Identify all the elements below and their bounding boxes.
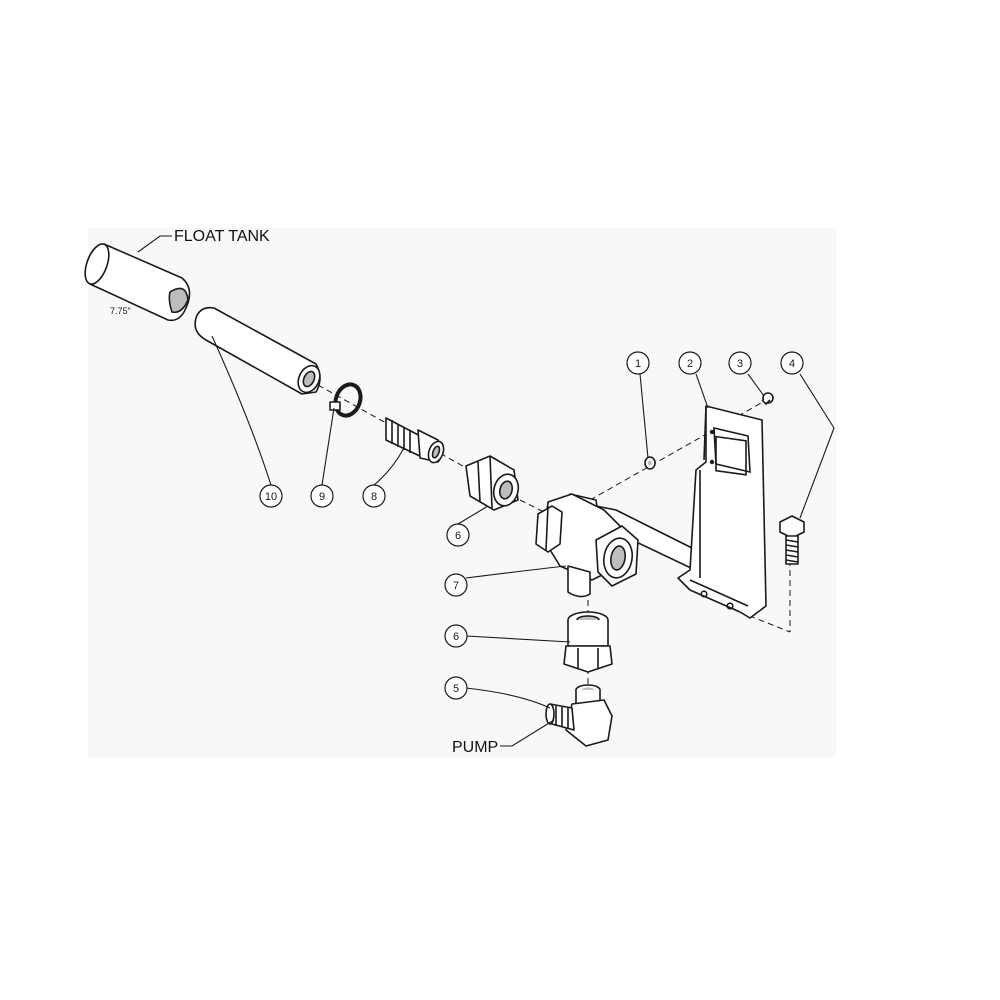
- svg-text:4: 4: [789, 358, 795, 370]
- svg-text:3: 3: [737, 358, 743, 370]
- float-tank-callout: FLOAT TANK: [137, 228, 270, 253]
- svg-text:1: 1: [635, 358, 641, 370]
- pump-label: PUMP: [452, 739, 498, 756]
- pump-callout: PUMP: [452, 719, 555, 756]
- svg-text:6: 6: [455, 530, 461, 542]
- part-6-reducer-lower: [563, 611, 613, 673]
- hose-cut-end: [168, 287, 189, 314]
- part-9-clamp: [329, 382, 363, 418]
- svg-text:6: 6: [453, 631, 459, 643]
- svg-text:8: 8: [371, 491, 377, 503]
- balloon-3: 3: [728, 351, 752, 375]
- balloon-6-lower: 6: [444, 624, 468, 648]
- balloon-leaders: [211, 335, 835, 709]
- part-8-hose-barb: [385, 417, 445, 464]
- balloon-9: 9: [310, 484, 334, 508]
- balloon-7: 7: [444, 573, 468, 597]
- balloon-4: 4: [780, 351, 804, 375]
- svg-text:2: 2: [687, 358, 693, 370]
- balloon-2: 2: [678, 351, 702, 375]
- float-tank-hose: 7.75": [84, 243, 191, 322]
- balloon-6-upper: 6: [446, 523, 470, 547]
- fitting-axis: [519, 499, 561, 521]
- part-5-elbow: [545, 684, 613, 747]
- part-6-reducer-upper: [465, 455, 520, 511]
- balloon-10: 10: [259, 484, 283, 508]
- svg-text:7: 7: [453, 580, 459, 592]
- part-10-hose: [194, 306, 321, 395]
- svg-text:5: 5: [453, 683, 459, 695]
- length-label: 7.75": [110, 306, 131, 316]
- hose-axis: [317, 384, 471, 471]
- float-tank-label: FLOAT TANK: [174, 228, 270, 245]
- svg-text:10: 10: [265, 491, 277, 503]
- svg-text:9: 9: [319, 491, 325, 503]
- bolt-axis-return: [739, 611, 791, 633]
- balloon-8: 8: [362, 484, 386, 508]
- balloon-5: 5: [444, 676, 468, 700]
- part-3-screw: [761, 392, 774, 405]
- part-2-bracket: [677, 405, 767, 619]
- part-4-bolt: [779, 515, 805, 565]
- part-7-ball-valve: [535, 493, 737, 598]
- part-1-washer: [644, 456, 656, 470]
- balloon-1: 1: [626, 351, 650, 375]
